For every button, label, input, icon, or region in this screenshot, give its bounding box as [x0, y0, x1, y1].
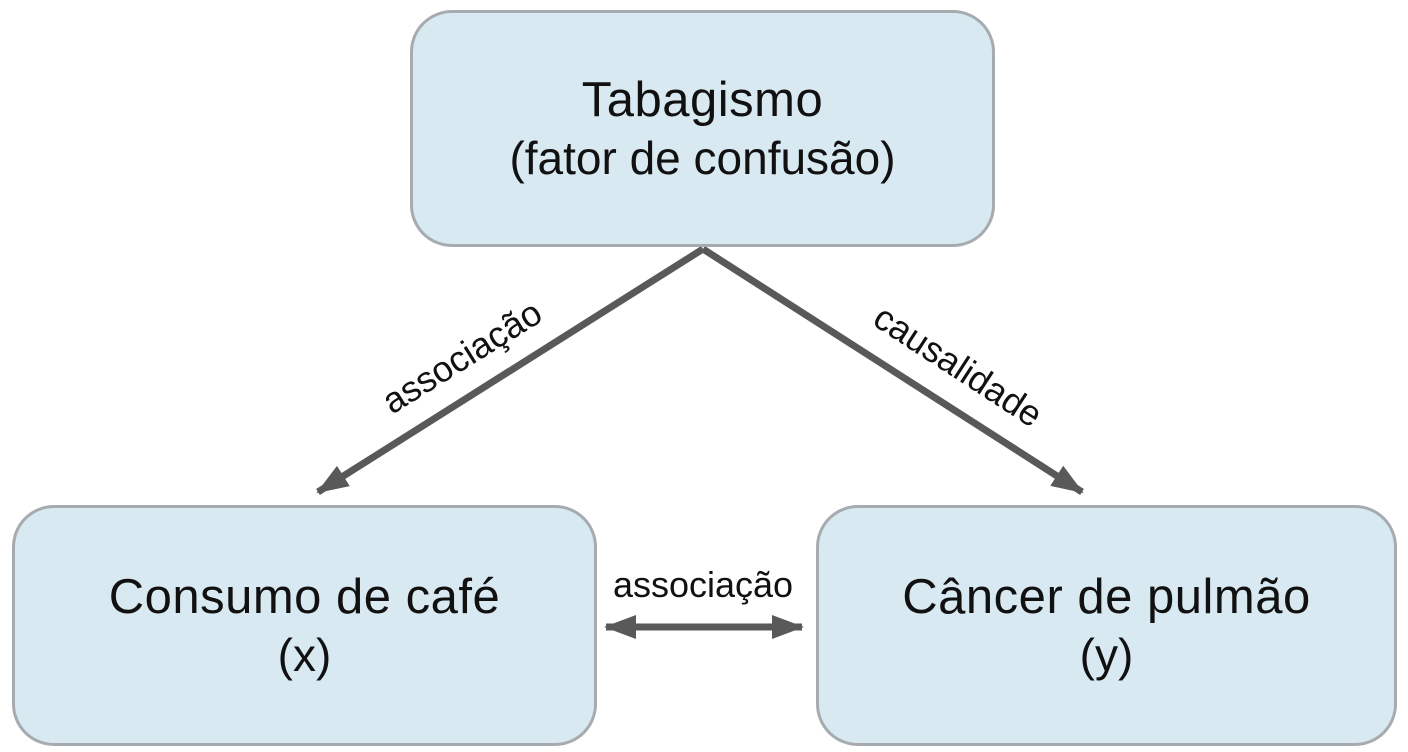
arrow-confounder-to-y	[701, 246, 1084, 495]
node-confounder-subtitle: (fator de confusão)	[509, 132, 896, 185]
edge-label-association-middle: associação	[612, 564, 794, 605]
node-confounder: Tabagismo (fator de confusão)	[410, 10, 995, 247]
node-y-title: Câncer de pulmão	[902, 569, 1311, 624]
node-x-subtitle: (x)	[277, 629, 332, 682]
node-confounder-title: Tabagismo	[581, 72, 824, 127]
arrow-confounder-to-x	[316, 246, 705, 495]
node-y: Câncer de pulmão (y)	[816, 505, 1397, 746]
node-x: Consumo de café (x)	[12, 505, 597, 746]
node-x-title: Consumo de café	[108, 569, 501, 624]
node-y-subtitle: (y)	[1079, 629, 1134, 682]
